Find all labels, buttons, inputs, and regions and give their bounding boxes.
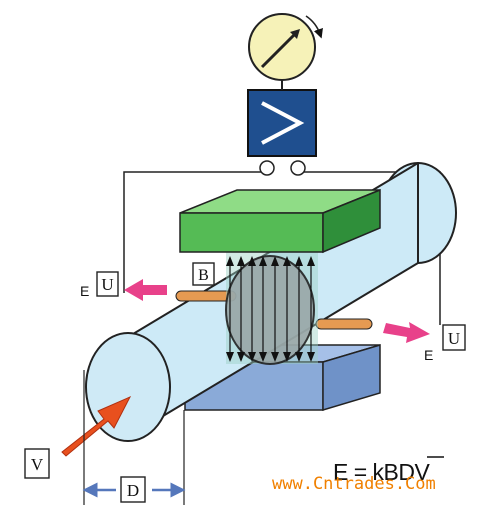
flow-arrow: [61, 395, 132, 457]
label-v-box: V: [24, 448, 50, 479]
electrodes: [175, 290, 373, 330]
label-e-right: E: [424, 347, 433, 363]
field-arrow-up: [271, 256, 279, 266]
field-arrow-up: [226, 256, 234, 266]
field-arrow-down: [248, 352, 256, 362]
formula-prefix: E = kBD: [333, 459, 415, 485]
field-arrow-up: [237, 256, 245, 266]
field-arrow-up: [283, 256, 291, 266]
field-arrow-down: [295, 352, 303, 362]
diameter-dimension: [82, 370, 186, 505]
label-d: D: [127, 481, 139, 500]
watermark: www.Cntrades.Com: [272, 474, 436, 494]
label-v: V: [31, 455, 44, 474]
label-u-left: U: [101, 275, 113, 294]
label-u-left-box: U: [96, 271, 119, 297]
formula: E = kBDV: [333, 456, 444, 485]
amplifier-triangle-icon: [261, 101, 305, 145]
field-arrow-down: [283, 352, 291, 362]
field-arrow-up: [259, 256, 267, 266]
field-arrow-up: [307, 256, 315, 266]
formula-velocity: V: [415, 459, 431, 485]
top-magnet: [179, 188, 381, 254]
meter: [248, 13, 323, 90]
label-u-right-box: U: [442, 324, 466, 351]
field-arrow-up: [248, 256, 256, 266]
field-lines: [226, 256, 315, 362]
field-arrow-down: [259, 352, 267, 362]
field-arrow-down: [271, 352, 279, 362]
electrode-right: [315, 318, 373, 330]
rotation-arrow-icon: [305, 15, 323, 39]
field-arrow-down: [226, 352, 234, 362]
label-b: B: [198, 267, 209, 284]
label-b-box: B: [192, 262, 215, 286]
amplifier: [247, 89, 317, 176]
formula-text: E = kBDV: [333, 459, 431, 485]
label-u-right: U: [448, 329, 460, 348]
magnetic-field: [225, 252, 318, 365]
label-e-left: E: [80, 283, 89, 299]
field-arrow-up: [295, 256, 303, 266]
label-d-box: D: [120, 476, 146, 503]
emf-arrow-left: [124, 279, 167, 301]
field-arrow-down: [237, 352, 245, 362]
emf-arrow-right: [383, 322, 430, 343]
field-arrow-down: [307, 352, 315, 362]
pipe-cross-section: [225, 255, 315, 365]
